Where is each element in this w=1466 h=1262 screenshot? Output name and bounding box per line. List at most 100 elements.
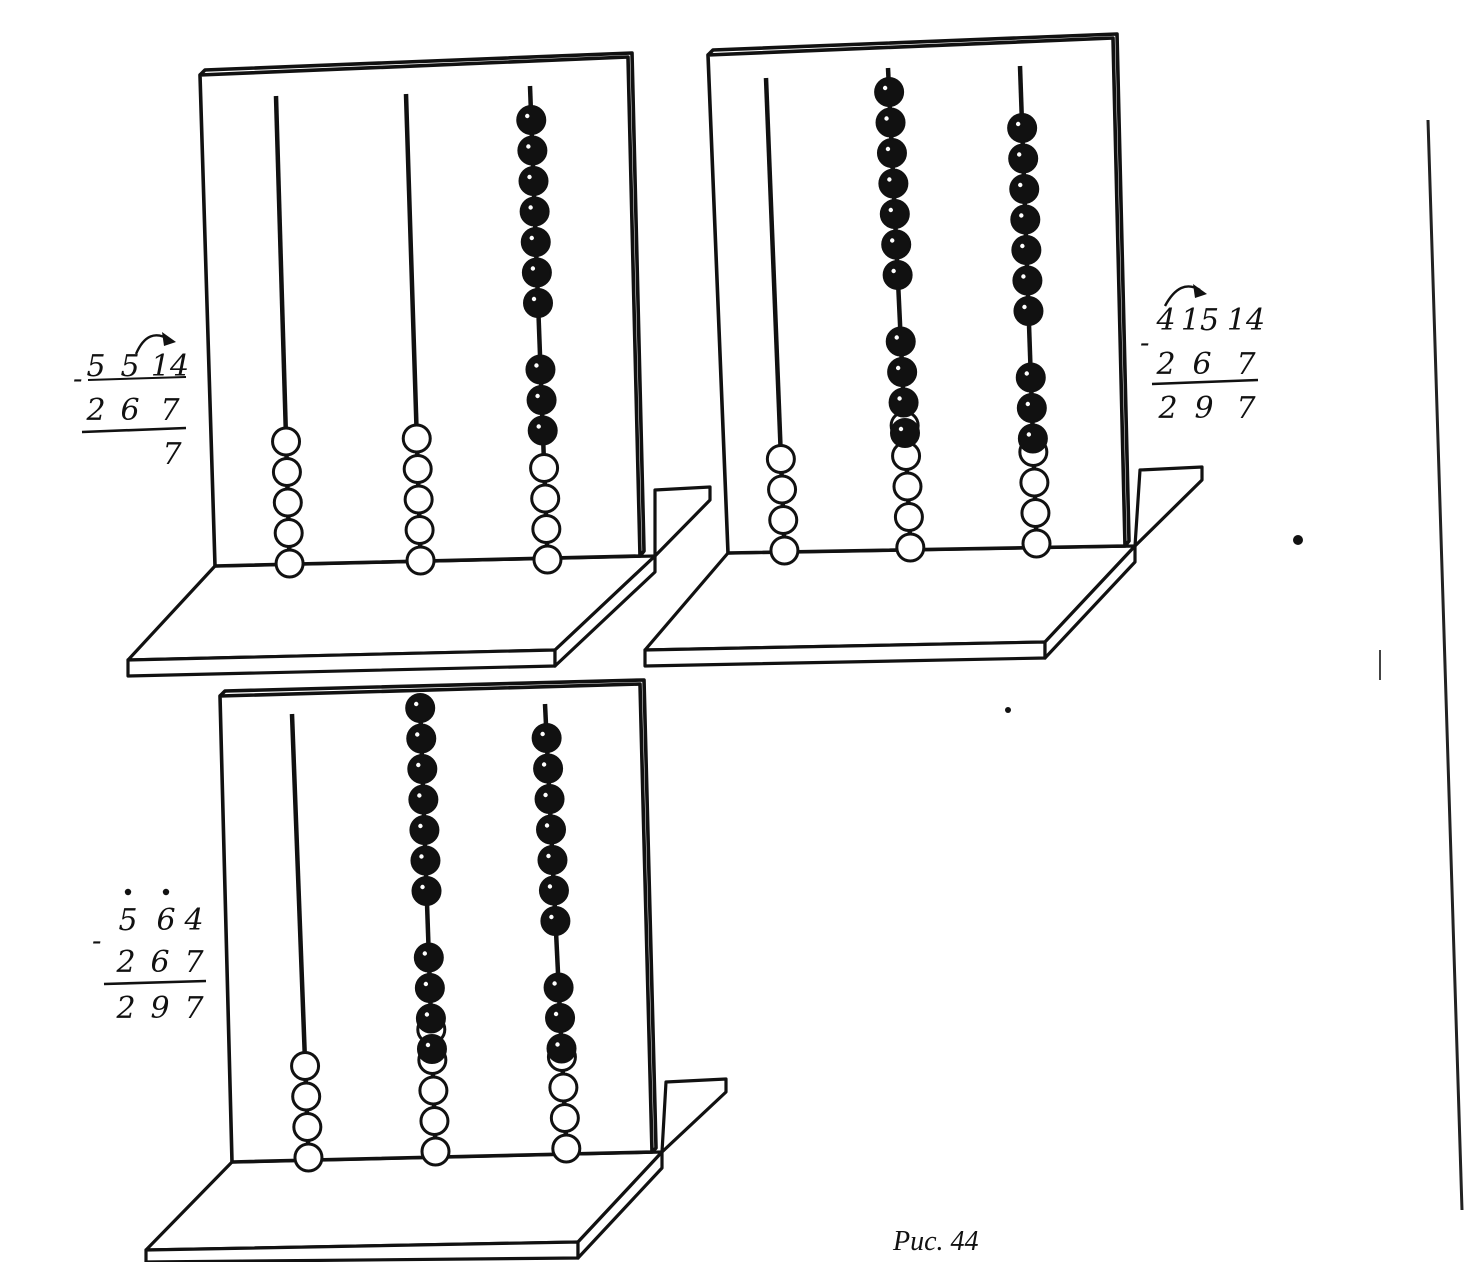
bead-highlight <box>546 853 551 859</box>
black-bead <box>876 138 907 168</box>
bead-highlight <box>540 731 545 737</box>
bead-highlight <box>897 396 902 401</box>
white-bead <box>419 1106 450 1136</box>
white-bead <box>769 535 800 566</box>
black-bead <box>516 105 547 135</box>
bead-highlight <box>529 235 534 241</box>
black-bead <box>536 814 567 845</box>
result-line <box>81 426 187 434</box>
bead-highlight <box>543 792 548 798</box>
black-bead <box>520 227 551 257</box>
white-bead <box>292 1112 323 1142</box>
black-bead <box>410 845 441 876</box>
white-bead <box>529 453 560 483</box>
bead-highlight <box>417 793 422 798</box>
black-bead <box>875 107 906 138</box>
white-bead <box>272 487 303 518</box>
bead-highlight <box>555 1042 560 1047</box>
black-bead <box>1010 204 1041 235</box>
black-bead <box>411 876 442 906</box>
black-bead <box>413 942 444 973</box>
bead-highlight <box>422 951 428 956</box>
minus-sign: - <box>92 924 101 957</box>
white-bead <box>531 514 562 544</box>
subtrahend-digit: 7 <box>1236 347 1256 382</box>
white-bead <box>293 1142 324 1173</box>
result-digit: 2 <box>115 991 135 1026</box>
underline-minuend <box>87 376 187 381</box>
white-bead <box>405 545 436 576</box>
bead-highlight <box>1015 121 1021 127</box>
white-bead <box>551 1133 582 1164</box>
bead-highlight <box>527 174 532 180</box>
white-bead <box>418 1075 449 1106</box>
white-bead <box>768 505 799 535</box>
black-bead <box>531 723 562 753</box>
bead-highlight <box>1016 152 1022 157</box>
white-bead <box>1021 528 1052 559</box>
black-bead <box>546 1033 577 1064</box>
white-bead <box>271 457 302 487</box>
abacus-base <box>144 1077 728 1262</box>
bead-highlight <box>415 732 420 737</box>
bead-highlight <box>425 1042 431 1048</box>
black-bead <box>533 753 564 784</box>
bead-highlight <box>1025 401 1031 407</box>
minuend-digit: 15 <box>1181 303 1219 338</box>
bead-highlight <box>544 823 550 828</box>
result-digit: 9 <box>150 991 169 1026</box>
black-bead <box>882 260 913 290</box>
black-bead <box>415 1003 446 1034</box>
black-bead <box>1008 143 1039 174</box>
subtrahend-digit: 6 <box>120 393 139 428</box>
black-bead <box>889 418 920 448</box>
black-bead <box>1012 265 1043 296</box>
bead-highlight <box>1021 274 1026 279</box>
abacus-rods <box>289 693 582 1173</box>
ink-speck <box>1293 535 1303 545</box>
bead-highlight <box>423 981 429 987</box>
black-bead <box>1011 235 1042 265</box>
result-digit: 7 <box>184 991 204 1026</box>
result-line <box>1151 378 1259 386</box>
ink-speck <box>1005 707 1011 713</box>
bead-highlight <box>885 146 891 152</box>
subtrahend-digit: 7 <box>160 393 180 428</box>
bead-highlight <box>416 762 421 768</box>
black-bead <box>408 784 439 815</box>
borrow-dot <box>124 888 132 896</box>
black-bead <box>1016 393 1047 423</box>
white-bead <box>273 518 304 548</box>
bead-highlight <box>541 762 547 767</box>
bead-highlight <box>882 85 888 91</box>
black-bead <box>545 1003 576 1033</box>
black-bead <box>525 354 556 385</box>
subtrahend-digit: 2 <box>115 945 135 980</box>
black-bead <box>1017 423 1048 454</box>
bead-highlight <box>887 177 892 182</box>
subtraction-record: - 5 5 14 2 6 7 7 <box>73 332 189 472</box>
black-bead <box>874 77 905 107</box>
bead-highlight <box>895 365 901 371</box>
black-bead <box>537 845 568 875</box>
black-bead <box>887 357 918 387</box>
subtrahend-digit: 2 <box>85 393 105 428</box>
result-digit: 2 <box>1157 391 1177 426</box>
bead-highlight <box>1022 304 1027 310</box>
black-bead <box>523 288 554 318</box>
bead-highlight <box>1019 213 1024 218</box>
white-bead <box>1020 498 1051 528</box>
white-bead <box>530 483 561 514</box>
bead-highlight <box>1018 182 1023 188</box>
black-bead <box>881 229 912 260</box>
white-bead <box>548 1072 579 1103</box>
bead-highlight <box>552 981 557 986</box>
result-digit: 7 <box>1236 391 1256 426</box>
black-bead <box>540 906 571 936</box>
black-bead <box>521 257 552 288</box>
minuend-digit: 5 <box>86 349 105 384</box>
bead-highlight <box>884 116 889 121</box>
black-bead <box>1009 174 1040 204</box>
white-bead <box>401 423 432 454</box>
borrow-arrow-head <box>162 332 176 346</box>
